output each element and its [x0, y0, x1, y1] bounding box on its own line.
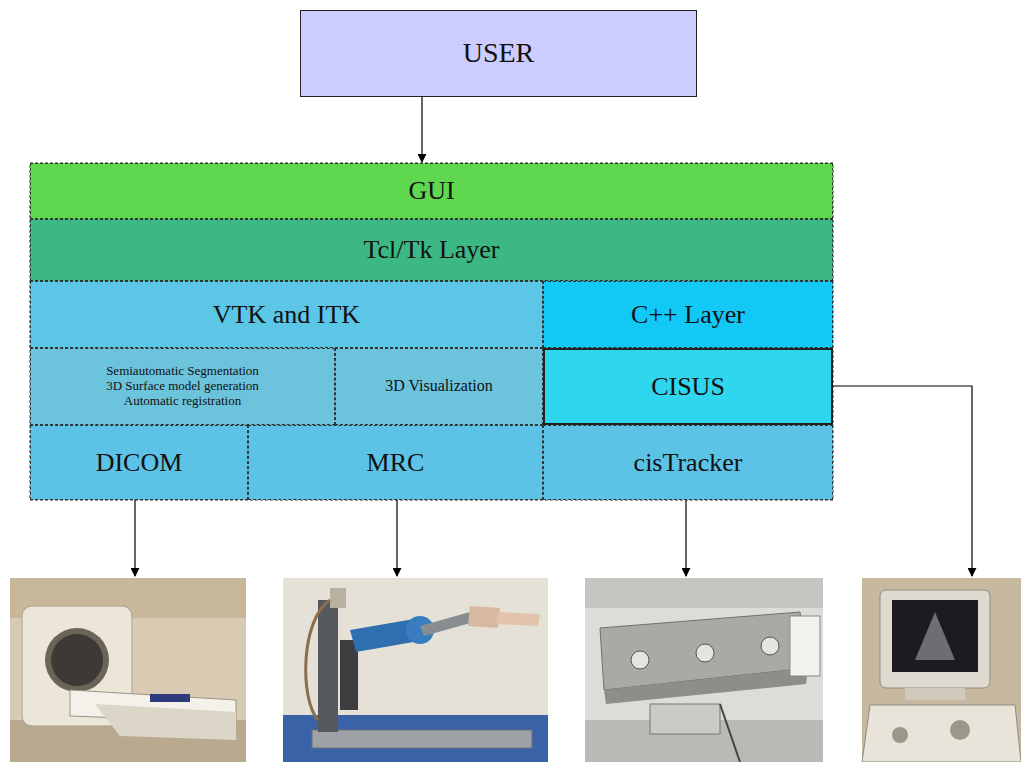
layer-band: GUI: [30, 163, 833, 219]
interface-box: cisTracker: [543, 425, 833, 500]
node-label: cisTracker: [634, 448, 743, 478]
node-label: DICOM: [96, 448, 183, 478]
node-label: MRC: [367, 448, 425, 478]
device-arrow: [396, 500, 397, 576]
tracker-photo: [585, 578, 823, 762]
interface-box: MRC: [248, 425, 543, 500]
ct-scanner-photo: [10, 578, 246, 762]
device-arrow: [833, 386, 972, 576]
module-box: CISUS: [543, 348, 833, 425]
node-label: USER: [463, 37, 535, 69]
device-arrow: [685, 500, 686, 576]
system-outline: [30, 163, 833, 500]
function-box: Semiautomatic Segmentation3D Surface mod…: [30, 348, 335, 425]
node-label: C++ Layer: [631, 300, 745, 330]
node-label: VTK and ITK: [213, 300, 360, 330]
user-box: USER: [300, 10, 697, 97]
ultrasound-photo: [862, 578, 1021, 762]
node-label: GUI: [408, 176, 454, 206]
layer-band: Tcl/Tk Layer: [30, 219, 833, 281]
device-arrow: [134, 500, 135, 576]
flow-arrow: [421, 97, 422, 162]
node-label: 3D Surface model generation: [106, 379, 259, 394]
node-label: 3D Visualization: [385, 377, 493, 395]
function-box: 3D Visualization: [335, 348, 543, 425]
node-label: CISUS: [651, 372, 725, 402]
interface-box: DICOM: [30, 425, 248, 500]
node-label: Automatic registration: [124, 394, 241, 409]
robot-arm-photo: [283, 578, 548, 762]
module-box: C++ Layer: [543, 281, 833, 348]
node-label: Semiautomatic Segmentation: [106, 364, 259, 379]
module-box: VTK and ITK: [30, 281, 543, 348]
node-label: Tcl/Tk Layer: [363, 235, 499, 265]
